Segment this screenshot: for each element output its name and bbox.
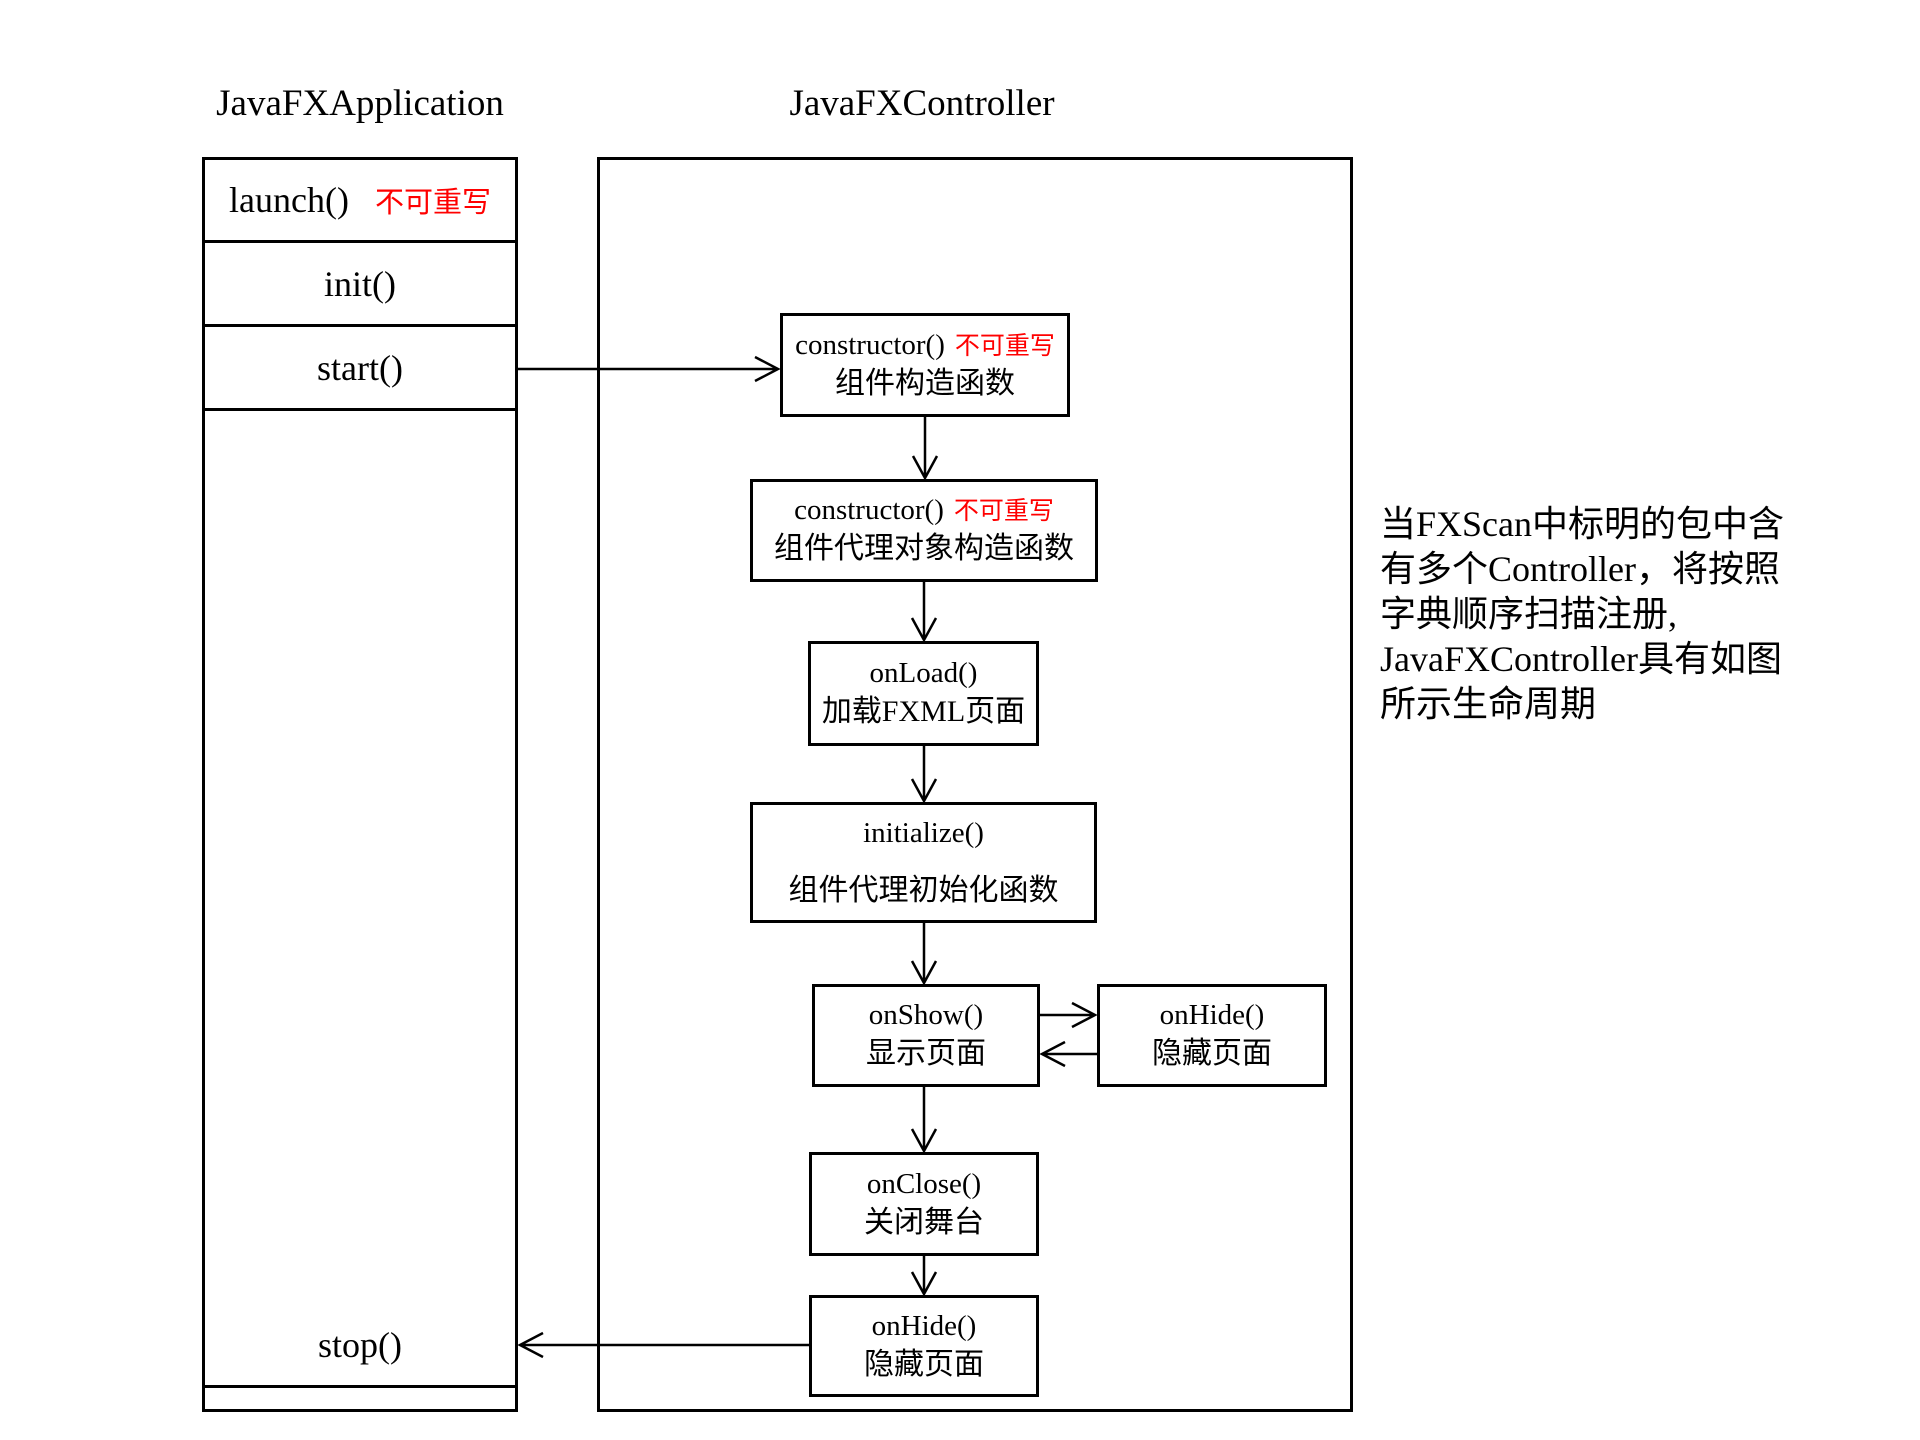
- onhide-bottom-title: onHide(): [871, 1309, 977, 1342]
- application-empty-region: [205, 411, 515, 1304]
- init-label: init(): [324, 263, 396, 304]
- flow-box-proxy-constructor: constructor() 不可重写 组件代理对象构造函数: [750, 479, 1098, 582]
- annotation-line-5: 所示生命周期: [1380, 684, 1597, 724]
- annotation-line-1: 当FXScan中标明的包中含: [1380, 504, 1784, 544]
- onclose-subtitle: 关闭舞台: [864, 1205, 984, 1239]
- initialize-title: initialize(): [863, 816, 984, 849]
- application-row-start: start(): [205, 327, 515, 411]
- constructor-note: 不可重写: [954, 332, 1055, 360]
- application-row-launch: launch() 不可重写: [205, 160, 515, 243]
- annotation-line-3: 字典顺序扫描注册,: [1380, 594, 1678, 634]
- onclose-title: onClose(): [866, 1167, 982, 1200]
- launch-note: 不可重写: [374, 187, 491, 219]
- stop-label: stop(): [318, 1324, 402, 1365]
- onhide-bottom-subtitle: 隐藏页面: [864, 1347, 984, 1381]
- flow-box-onclose: onClose() 关闭舞台: [809, 1152, 1039, 1256]
- application-row-stop: stop(): [205, 1304, 515, 1388]
- flow-box-onshow: onShow() 显示页面: [812, 984, 1040, 1087]
- launch-label: launch(): [229, 180, 349, 220]
- controller-title: JavaFXController: [789, 83, 1055, 124]
- flow-box-onhide-side: onHide() 隐藏页面: [1097, 984, 1327, 1087]
- onhide-side-subtitle: 隐藏页面: [1152, 1037, 1272, 1071]
- annotation-line-4: JavaFXController具有如图: [1380, 639, 1782, 679]
- proxy-constructor-subtitle: 组件代理对象构造函数: [774, 532, 1074, 566]
- annotation-text: 当FXScan中标明的包中含 有多个Controller，将按照 字典顺序扫描注…: [1380, 502, 1880, 727]
- constructor-subtitle: 组件构造函数: [835, 366, 1015, 400]
- proxy-constructor-note: 不可重写: [953, 498, 1054, 526]
- annotation-line-2: 有多个Controller，将按照: [1380, 549, 1780, 589]
- application-title: JavaFXApplication: [216, 83, 504, 124]
- constructor-title: constructor(): [795, 328, 945, 361]
- onload-subtitle: 加载FXML页面: [821, 695, 1026, 729]
- onhide-side-title: onHide(): [1159, 999, 1265, 1032]
- onshow-subtitle: 显示页面: [866, 1037, 986, 1071]
- onshow-title: onShow(): [868, 999, 984, 1032]
- initialize-subtitle: 组件代理初始化函数: [788, 873, 1059, 907]
- flow-box-initialize: initialize() 组件代理初始化函数: [750, 802, 1097, 923]
- proxy-constructor-title: constructor(): [794, 494, 944, 527]
- onload-title: onLoad(): [869, 657, 978, 690]
- application-class-box: launch() 不可重写 init() start() stop(): [202, 157, 518, 1412]
- application-row-init: init(): [205, 243, 515, 327]
- flow-box-onload: onLoad() 加载FXML页面: [808, 641, 1039, 746]
- flow-box-constructor: constructor() 不可重写 组件构造函数: [780, 313, 1070, 417]
- flow-box-onhide-bottom: onHide() 隐藏页面: [809, 1295, 1039, 1397]
- application-bottom-strip: [205, 1388, 515, 1409]
- start-label: start(): [317, 347, 403, 388]
